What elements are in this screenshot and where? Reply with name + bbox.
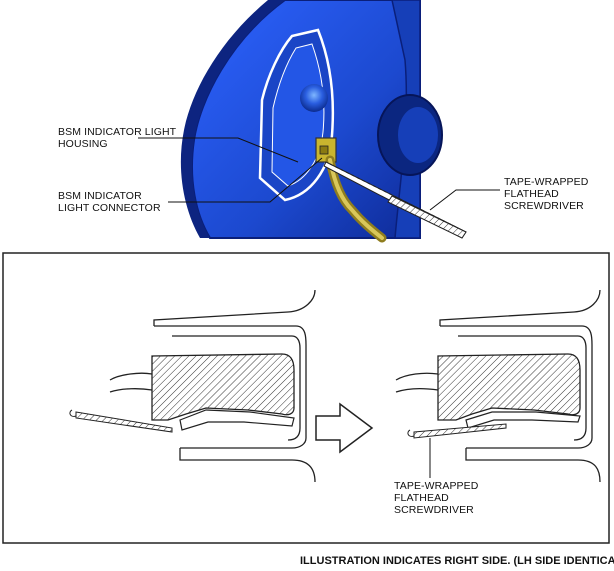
- detail-after-body: [437, 353, 581, 421]
- detail-after-tab: [465, 411, 581, 429]
- mirror-port-inner: [398, 107, 438, 163]
- label-bsm-connector: BSM INDICATOR LIGHT CONNECTOR: [58, 190, 161, 214]
- bsm-connector-lock: [319, 145, 329, 155]
- label-bottom-screwdriver: TAPE-WRAPPED FLATHEAD SCREWDRIVER: [394, 480, 479, 516]
- detail-before-tab: [179, 409, 295, 431]
- right-arrow-icon: [315, 402, 374, 454]
- after-screwdriver: [407, 423, 507, 439]
- detail-before: [109, 289, 316, 483]
- bsm-lens: [300, 84, 328, 112]
- mirror-housing-edge: [180, 0, 285, 238]
- wire-harness-highlight: [328, 158, 384, 240]
- mirror-illustration: [180, 0, 467, 243]
- label-top-screwdriver: TAPE-WRAPPED FLATHEAD SCREWDRIVER: [504, 176, 589, 212]
- detail-after: [395, 289, 601, 483]
- detail-panel-frame: [2, 252, 610, 544]
- top-screwdriver: [323, 161, 467, 239]
- before-screwdriver: [69, 409, 173, 433]
- top-leader-lines: [138, 137, 500, 211]
- illustration-caption: ILLUSTRATION INDICATES RIGHT SIDE. (LH S…: [300, 555, 614, 567]
- detail-before-body: [151, 353, 295, 421]
- label-bsm-housing: BSM INDICATOR LIGHT HOUSING: [58, 126, 177, 150]
